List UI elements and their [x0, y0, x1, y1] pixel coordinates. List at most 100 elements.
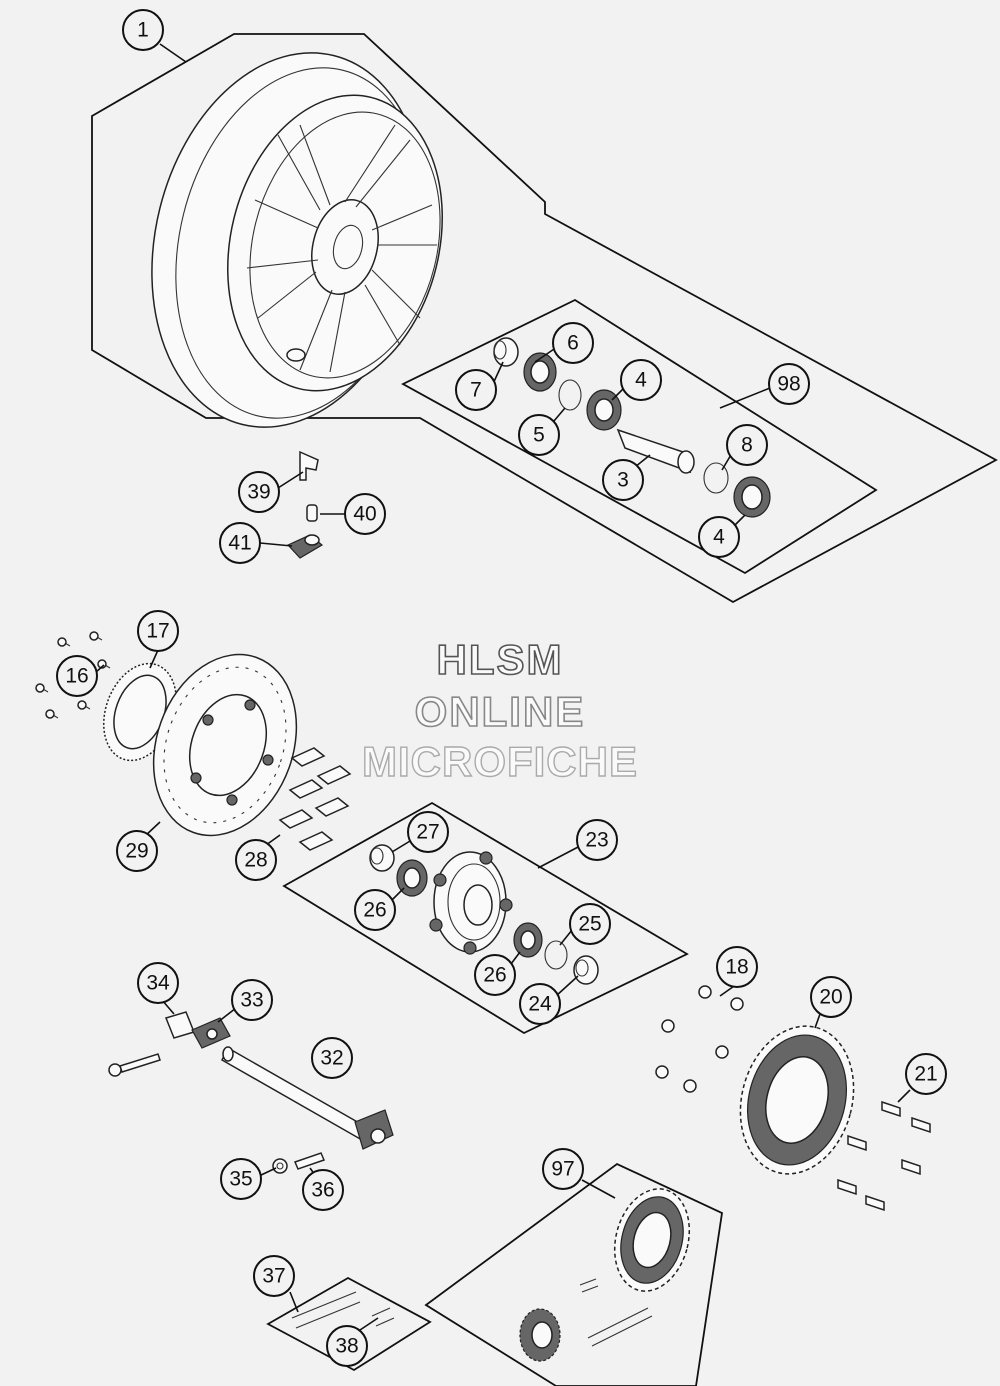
watermark-line-2: ONLINE — [414, 687, 586, 736]
svg-text:20: 20 — [819, 986, 842, 1009]
callout-27: 27 — [407, 811, 449, 853]
svg-text:3: 3 — [617, 469, 629, 492]
callout-6: 6 — [552, 322, 594, 364]
sprocket-nuts-18 — [655, 985, 744, 1093]
svg-text:32: 32 — [320, 1047, 343, 1070]
rear-wheel-part — [151, 52, 443, 428]
callout-25: 25 — [569, 903, 611, 945]
svg-text:18: 18 — [725, 956, 748, 979]
callout-29: 29 — [116, 830, 158, 872]
svg-text:26: 26 — [363, 899, 386, 922]
svg-text:40: 40 — [353, 503, 376, 526]
svg-text:28: 28 — [244, 849, 267, 872]
wheel-assembly-frame — [91, 33, 998, 604]
svg-text:17: 17 — [146, 620, 169, 643]
callout-23: 23 — [576, 819, 618, 861]
circlip-5 — [558, 379, 582, 411]
sprocket-carrier-23 — [429, 851, 513, 955]
master-link-38 — [371, 1307, 395, 1327]
svg-text:41: 41 — [228, 532, 251, 555]
hub-bearing-kit-frame — [401, 298, 878, 575]
callout-38: 38 — [326, 1325, 368, 1367]
svg-text:33: 33 — [240, 989, 263, 1012]
callout-1: 1 — [122, 9, 164, 51]
bolt-36 — [293, 1152, 326, 1170]
svg-text:97: 97 — [551, 1158, 574, 1181]
bearing-26-upper — [396, 859, 428, 897]
svg-text:7: 7 — [470, 379, 482, 402]
svg-text:5: 5 — [533, 424, 545, 447]
svg-text:25: 25 — [578, 913, 601, 936]
callout-36: 36 — [302, 1169, 344, 1211]
callout-7: 7 — [455, 369, 497, 411]
callout-16: 16 — [56, 655, 98, 697]
chain-kit-97 — [519, 1188, 691, 1362]
callout-28: 28 — [235, 839, 277, 881]
svg-text:16: 16 — [65, 665, 88, 688]
callout-4-upper: 4 — [620, 359, 662, 401]
seal-25 — [544, 940, 568, 970]
callout-32: 32 — [311, 1037, 353, 1079]
callout-26-lower: 26 — [474, 954, 516, 996]
svg-text:1: 1 — [137, 19, 149, 42]
adjuster-bolt — [108, 1053, 161, 1077]
chain-adjuster-33 — [191, 1017, 231, 1049]
callout-34: 34 — [137, 962, 179, 1004]
washer-8 — [703, 462, 729, 494]
callout-3: 3 — [602, 459, 644, 501]
svg-text:29: 29 — [125, 840, 148, 863]
leader-lines — [95, 43, 911, 1331]
disc-bolts-16 — [35, 631, 111, 719]
svg-text:8: 8 — [741, 434, 753, 457]
callout-98: 98 — [768, 363, 810, 405]
rear-sprocket-20 — [739, 1025, 855, 1175]
svg-text:37: 37 — [262, 1265, 285, 1288]
valve-cap-40 — [306, 504, 318, 522]
callout-8: 8 — [726, 424, 768, 466]
callout-5: 5 — [518, 414, 560, 456]
callout-97: 97 — [542, 1148, 584, 1190]
callout-20: 20 — [810, 976, 852, 1018]
cush-drive-rubbers-28 — [278, 747, 352, 851]
sprocket-bolts-21 — [837, 1100, 931, 1212]
callout-26-upper: 26 — [354, 889, 396, 931]
brake-disc-29 — [152, 653, 298, 837]
nut-35 — [272, 1158, 288, 1174]
bearing-4-lower — [733, 476, 771, 518]
callout-24: 24 — [519, 983, 561, 1025]
svg-text:36: 36 — [311, 1179, 334, 1202]
spacer-24 — [573, 955, 599, 985]
svg-text:34: 34 — [146, 972, 170, 995]
callout-35: 35 — [220, 1158, 262, 1200]
callout-4-lower: 4 — [698, 516, 740, 558]
bearing-6 — [523, 352, 557, 392]
valve-stem-39 — [299, 450, 319, 481]
svg-text:39: 39 — [247, 481, 270, 504]
svg-text:26: 26 — [483, 964, 506, 987]
watermark-line-1: HLSM — [436, 635, 564, 684]
callout-41: 41 — [219, 522, 261, 564]
svg-text:24: 24 — [528, 993, 552, 1016]
spacer-bushing-7 — [493, 337, 519, 367]
spacer-34 — [164, 1011, 196, 1039]
callout-39: 39 — [238, 471, 280, 513]
watermark-line-3: MICROFICHE — [361, 737, 638, 785]
chain-kit-frame — [424, 1162, 723, 1386]
callout-33: 33 — [231, 979, 273, 1021]
callout-21: 21 — [905, 1053, 947, 1095]
svg-text:21: 21 — [914, 1063, 937, 1086]
callout-37: 37 — [253, 1255, 295, 1297]
svg-text:27: 27 — [416, 821, 439, 844]
bearing-26-lower — [513, 922, 543, 958]
svg-text:35: 35 — [229, 1168, 252, 1191]
chain-link-kit-frame — [266, 1276, 432, 1372]
cush-drive-hub-frame — [282, 801, 689, 1035]
spacer-tube-3 — [616, 428, 695, 474]
svg-text:6: 6 — [567, 332, 579, 355]
chain-link-37 — [291, 1291, 361, 1329]
svg-text:23: 23 — [585, 829, 608, 852]
callout-17: 17 — [137, 610, 179, 652]
svg-text:38: 38 — [335, 1335, 358, 1358]
svg-text:4: 4 — [635, 369, 647, 392]
